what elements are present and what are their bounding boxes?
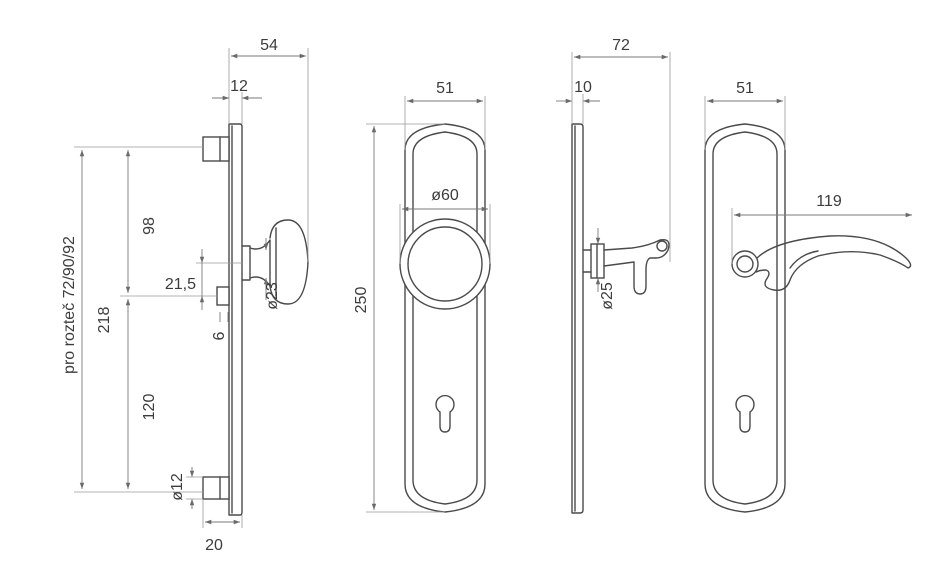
screw-diameter-label: ø12 [169, 473, 186, 501]
lever-keyhole [735, 394, 755, 433]
spindle-square [216, 286, 230, 306]
lever-rose-front [731, 250, 759, 278]
bottom-screw-boss [202, 476, 230, 500]
lever-backplate-side [571, 123, 584, 514]
backplate-side [228, 123, 243, 516]
knob-rose [241, 245, 251, 281]
lever-plate-thickness-label: 10 [574, 79, 592, 96]
overall-length-label: 218 [96, 307, 113, 334]
upper-spacing-label: 98 [141, 217, 158, 235]
knob-inner-ring [407, 226, 483, 302]
lever-length-label: 119 [816, 193, 842, 210]
top-screw-boss [202, 136, 230, 162]
keyhole [435, 394, 455, 433]
knob-diameter-label: ø60 [431, 187, 459, 204]
lever-projection-label: 72 [612, 37, 630, 54]
lever-escutcheon-inner [712, 131, 778, 505]
pitch-label: pro rozteč 72/90/92 [61, 236, 78, 374]
front-plate-width-label: 51 [436, 80, 454, 97]
side-view-lever: 72 10 ø25 [556, 37, 671, 514]
lower-spacing-label: 120 [141, 394, 158, 421]
front-view-knob: 51 250 ø60 [353, 80, 491, 513]
projection-total-label: 54 [260, 37, 278, 54]
lever-profile [603, 239, 670, 295]
lever-rose-diameter-label: ø25 [599, 282, 616, 310]
lever-handle [755, 235, 912, 291]
side-view-knob: pro rozteč 72/90/92 218 98 120 21,5 6 ø2… [61, 37, 309, 554]
front-plate-height-label: 250 [353, 287, 370, 314]
escutcheon-plate-inner [412, 131, 478, 505]
lever-escutcheon-outer [704, 123, 786, 513]
knob-outer-ring [399, 218, 491, 310]
base-width-label: 20 [205, 537, 223, 554]
offset-label: 21,5 [165, 276, 196, 293]
lever-plate-width-label: 51 [736, 80, 754, 97]
spindle-size-label: 6 [211, 331, 228, 340]
knob-neck-diameter-label: ø23 [264, 282, 281, 310]
escutcheon-plate-outer [404, 123, 486, 513]
front-view-lever: 51 119 [704, 80, 912, 513]
knob-neck [249, 239, 271, 287]
plate-thickness-label: 12 [230, 78, 248, 95]
